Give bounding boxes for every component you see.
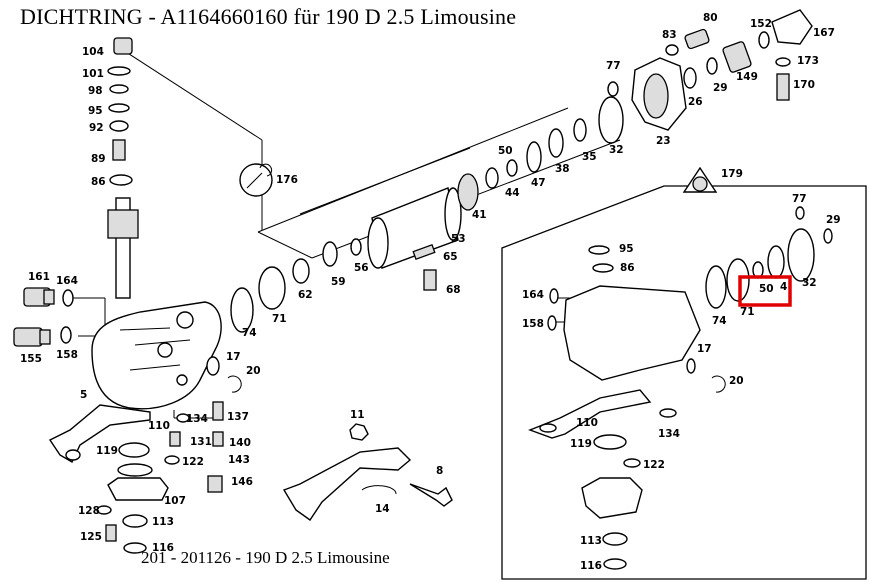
label-110[interactable]: 110 bbox=[148, 420, 170, 432]
label-71-detail[interactable]: 71 bbox=[740, 306, 755, 318]
label-167[interactable]: 167 bbox=[813, 27, 835, 39]
label-119-detail[interactable]: 119 bbox=[570, 438, 592, 450]
label-56[interactable]: 56 bbox=[354, 262, 369, 274]
label-98[interactable]: 98 bbox=[88, 85, 103, 97]
upper-shaft-stack bbox=[107, 37, 139, 299]
left-fittings bbox=[13, 287, 74, 347]
label-23[interactable]: 23 bbox=[656, 135, 671, 147]
label-137[interactable]: 137 bbox=[227, 411, 249, 423]
label-71[interactable]: 71 bbox=[272, 313, 287, 325]
label-95[interactable]: 95 bbox=[88, 105, 103, 117]
label-173[interactable]: 173 bbox=[797, 55, 819, 67]
label-74[interactable]: 74 bbox=[242, 327, 257, 339]
label-47[interactable]: 47 bbox=[531, 177, 546, 189]
highlight-box bbox=[738, 275, 792, 307]
label-158-detail[interactable]: 158 bbox=[522, 318, 544, 330]
axis-rings-upper bbox=[457, 81, 624, 211]
label-134[interactable]: 134 bbox=[186, 413, 208, 425]
label-62[interactable]: 62 bbox=[298, 289, 313, 301]
label-101[interactable]: 101 bbox=[82, 68, 104, 80]
label-113-detail[interactable]: 113 bbox=[580, 535, 602, 547]
label-14[interactable]: 14 bbox=[375, 503, 390, 515]
label-143[interactable]: 143 bbox=[228, 454, 250, 466]
valve-housing bbox=[631, 9, 813, 131]
label-113[interactable]: 113 bbox=[152, 516, 174, 528]
part-labels: 104 101 98 95 92 89 86 161 164 155 158 5… bbox=[20, 12, 841, 572]
label-116[interactable]: 116 bbox=[152, 542, 174, 554]
footer-caption: 201 - 201126 - 190 D 2.5 Limousine bbox=[141, 548, 390, 567]
label-125[interactable]: 125 bbox=[80, 531, 102, 543]
label-170[interactable]: 170 bbox=[793, 79, 815, 91]
detail-housing bbox=[528, 206, 833, 570]
label-179[interactable]: 179 bbox=[721, 168, 743, 180]
label-122-detail[interactable]: 122 bbox=[643, 459, 665, 471]
label-95-detail[interactable]: 95 bbox=[619, 243, 634, 255]
socket-tool-179 bbox=[682, 166, 718, 193]
label-89[interactable]: 89 bbox=[91, 153, 106, 165]
label-17-detail[interactable]: 17 bbox=[697, 343, 712, 355]
label-116-detail[interactable]: 116 bbox=[580, 560, 602, 572]
label-77-detail[interactable]: 77 bbox=[792, 193, 807, 205]
label-38[interactable]: 38 bbox=[555, 163, 570, 175]
label-149[interactable]: 149 bbox=[736, 71, 758, 83]
page-title: DICHTRING - A1164660160 für 190 D 2.5 Li… bbox=[20, 4, 517, 29]
label-86[interactable]: 86 bbox=[91, 176, 106, 188]
label-107[interactable]: 107 bbox=[164, 495, 186, 507]
label-164[interactable]: 164 bbox=[56, 275, 78, 287]
label-20-detail[interactable]: 20 bbox=[729, 375, 744, 387]
label-35[interactable]: 35 bbox=[582, 151, 597, 163]
label-20[interactable]: 20 bbox=[246, 365, 261, 377]
label-92[interactable]: 92 bbox=[89, 122, 104, 134]
label-8[interactable]: 8 bbox=[436, 465, 443, 477]
label-122[interactable]: 122 bbox=[182, 456, 204, 468]
label-53[interactable]: 53 bbox=[451, 233, 466, 245]
label-140[interactable]: 140 bbox=[229, 437, 251, 449]
piston bbox=[367, 187, 462, 291]
label-5[interactable]: 5 bbox=[80, 389, 87, 401]
steering-gear-housing bbox=[48, 301, 222, 463]
label-128[interactable]: 128 bbox=[78, 505, 100, 517]
label-146[interactable]: 146 bbox=[231, 476, 253, 488]
label-44[interactable]: 44 bbox=[505, 187, 520, 199]
label-152[interactable]: 152 bbox=[750, 18, 772, 30]
label-83[interactable]: 83 bbox=[662, 29, 677, 41]
label-4[interactable]: 4 bbox=[780, 281, 787, 293]
label-17[interactable]: 17 bbox=[226, 351, 241, 363]
label-134-detail[interactable]: 134 bbox=[658, 428, 680, 440]
label-164-detail[interactable]: 164 bbox=[522, 289, 544, 301]
label-68[interactable]: 68 bbox=[446, 284, 461, 296]
label-26[interactable]: 26 bbox=[688, 96, 703, 108]
label-119[interactable]: 119 bbox=[96, 445, 118, 457]
label-176[interactable]: 176 bbox=[276, 174, 298, 186]
label-74-detail[interactable]: 74 bbox=[712, 315, 727, 327]
label-41[interactable]: 41 bbox=[472, 209, 487, 221]
label-77[interactable]: 77 bbox=[606, 60, 621, 72]
label-131[interactable]: 131 bbox=[190, 436, 212, 448]
label-50-detail[interactable]: 50 bbox=[759, 283, 774, 295]
label-161[interactable]: 161 bbox=[28, 271, 50, 283]
label-11[interactable]: 11 bbox=[350, 409, 365, 421]
lower-left-stack bbox=[96, 356, 242, 554]
label-32-detail[interactable]: 32 bbox=[802, 277, 817, 289]
pitman-arm bbox=[282, 423, 453, 521]
label-80[interactable]: 80 bbox=[703, 12, 718, 24]
label-86-detail[interactable]: 86 bbox=[620, 262, 635, 274]
label-32[interactable]: 32 bbox=[609, 144, 624, 156]
label-155[interactable]: 155 bbox=[20, 353, 42, 365]
label-158[interactable]: 158 bbox=[56, 349, 78, 361]
label-50[interactable]: 50 bbox=[498, 145, 513, 157]
wrench-badge-176 bbox=[239, 163, 273, 197]
label-110-detail[interactable]: 110 bbox=[576, 417, 598, 429]
label-65[interactable]: 65 bbox=[443, 251, 458, 263]
label-29-detail[interactable]: 29 bbox=[826, 214, 841, 226]
label-29[interactable]: 29 bbox=[713, 82, 728, 94]
detail-frame bbox=[501, 185, 867, 580]
label-104[interactable]: 104 bbox=[82, 46, 104, 58]
axis-rings-lower bbox=[230, 238, 362, 333]
label-59[interactable]: 59 bbox=[331, 276, 346, 288]
